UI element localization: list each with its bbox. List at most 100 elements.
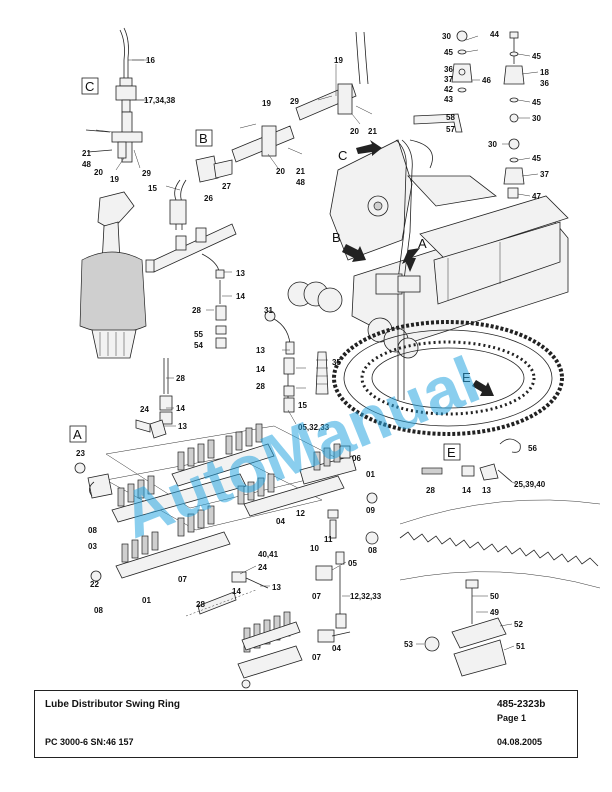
callout-11: 11 xyxy=(324,535,333,544)
detail-label-b: B xyxy=(195,129,213,147)
grease-pump xyxy=(79,191,147,359)
callout-48: 48 xyxy=(296,178,305,187)
callout-45: 45 xyxy=(532,154,541,163)
callout-54: 54 xyxy=(194,341,203,350)
callout-22: 22 xyxy=(90,580,99,589)
callout-55: 55 xyxy=(194,330,203,339)
callout-08: 08 xyxy=(88,526,97,535)
revision-date: 04.08.2005 xyxy=(497,737,543,747)
callout-21: 21 xyxy=(368,127,377,136)
callout-20: 20 xyxy=(94,168,103,177)
callout-48: 48 xyxy=(82,160,91,169)
callout-50: 50 xyxy=(490,592,499,601)
callout-13: 13 xyxy=(482,486,491,495)
callout-07: 07 xyxy=(178,575,187,584)
callout-05: 05 xyxy=(348,559,357,568)
callout-10: 10 xyxy=(310,544,319,553)
detail-e-parts xyxy=(421,463,513,483)
callout-30: 30 xyxy=(532,114,541,123)
callout-04: 04 xyxy=(332,644,341,653)
svg-text:A: A xyxy=(73,427,82,442)
callout-44: 44 xyxy=(490,30,499,39)
view-arrow-b: B xyxy=(332,230,366,262)
callout-14: 14 xyxy=(176,404,185,413)
excavator-structure xyxy=(287,139,569,400)
callout-18: 18 xyxy=(540,68,549,77)
hose-group-middle xyxy=(264,310,329,413)
callout-13: 13 xyxy=(272,583,281,592)
metering-valves-row1 xyxy=(117,423,263,507)
callout-51: 51 xyxy=(516,642,525,651)
callout-25-39-40: 25,39,40 xyxy=(514,480,546,489)
detail-label-c: C xyxy=(81,77,99,95)
callout-12: 12 xyxy=(296,509,305,518)
svg-text:B: B xyxy=(199,131,208,146)
svg-text:E: E xyxy=(447,445,456,460)
svg-text:C: C xyxy=(85,79,94,94)
callout-47: 47 xyxy=(532,192,541,201)
callout-40-41: 40,41 xyxy=(258,550,279,559)
callout-28: 28 xyxy=(426,486,435,495)
callout-08: 08 xyxy=(368,546,377,555)
callout-14: 14 xyxy=(232,587,241,596)
callout-31: 31 xyxy=(264,306,273,315)
callout-17-34-38: 17,34,38 xyxy=(144,96,176,105)
view-arrow-c: C xyxy=(338,140,382,163)
callout-28: 28 xyxy=(192,306,201,315)
callout-13: 13 xyxy=(236,269,245,278)
view-arrow-e: E xyxy=(462,370,494,396)
callout-43: 43 xyxy=(444,95,453,104)
callout-46: 46 xyxy=(482,76,491,85)
callout-24: 24 xyxy=(258,563,267,572)
supply-manifold xyxy=(145,223,237,349)
callout-12-32-33: 12,32,33 xyxy=(350,592,382,601)
callout-20: 20 xyxy=(276,167,285,176)
fittings-left xyxy=(135,358,173,439)
callout-19: 19 xyxy=(334,56,343,65)
callout-37: 37 xyxy=(444,75,453,84)
callout-15: 15 xyxy=(298,401,307,410)
callout-09: 09 xyxy=(366,506,375,515)
callout-58: 58 xyxy=(446,113,455,122)
callout-28: 28 xyxy=(176,374,185,383)
svg-text:A: A xyxy=(418,236,427,251)
callout-01: 01 xyxy=(366,470,375,479)
metering-valves-row2 xyxy=(121,443,341,563)
callout-45: 45 xyxy=(532,52,541,61)
callout-28: 28 xyxy=(256,382,265,391)
callout-07: 07 xyxy=(312,592,321,601)
detail-label-e: E xyxy=(443,443,461,461)
callout-35: 35 xyxy=(332,358,341,367)
svg-text:B: B xyxy=(332,230,341,245)
callout-20: 20 xyxy=(350,127,359,136)
swing-ring xyxy=(332,320,564,436)
callout-05-32-33: 05,32,33 xyxy=(298,423,330,432)
callout-29: 29 xyxy=(290,97,299,106)
callout-14: 14 xyxy=(462,486,471,495)
callout-19: 19 xyxy=(262,99,271,108)
view-arrow-a: A xyxy=(402,236,427,272)
callout-49: 49 xyxy=(490,608,499,617)
page-number: Page 1 xyxy=(497,713,527,723)
callout-03: 03 xyxy=(88,542,97,551)
distributor-block-lower xyxy=(185,551,351,689)
document-number: 485-2323b xyxy=(497,699,546,710)
callout-21: 21 xyxy=(296,167,305,176)
detail-c-assembly xyxy=(85,27,148,163)
callout-numbers: 16 17,34,38 21 48 20 19 29 19 19 29 20 2… xyxy=(76,30,549,662)
callout-45: 45 xyxy=(444,48,453,57)
callout-04: 04 xyxy=(276,517,285,526)
callout-37: 37 xyxy=(540,170,549,179)
detail-label-a: A xyxy=(69,425,87,443)
title-block: Lube Distributor Swing Ring 485-2323b Pa… xyxy=(34,690,578,758)
callout-01: 01 xyxy=(142,596,151,605)
svg-text:E: E xyxy=(462,370,471,385)
callout-27: 27 xyxy=(222,182,231,191)
callout-14: 14 xyxy=(236,292,245,301)
detail-b-assembly xyxy=(169,31,373,230)
clamp-assembly xyxy=(424,579,507,677)
callout-07: 07 xyxy=(312,653,321,662)
callout-29: 29 xyxy=(142,169,151,178)
callout-57: 57 xyxy=(446,125,455,134)
